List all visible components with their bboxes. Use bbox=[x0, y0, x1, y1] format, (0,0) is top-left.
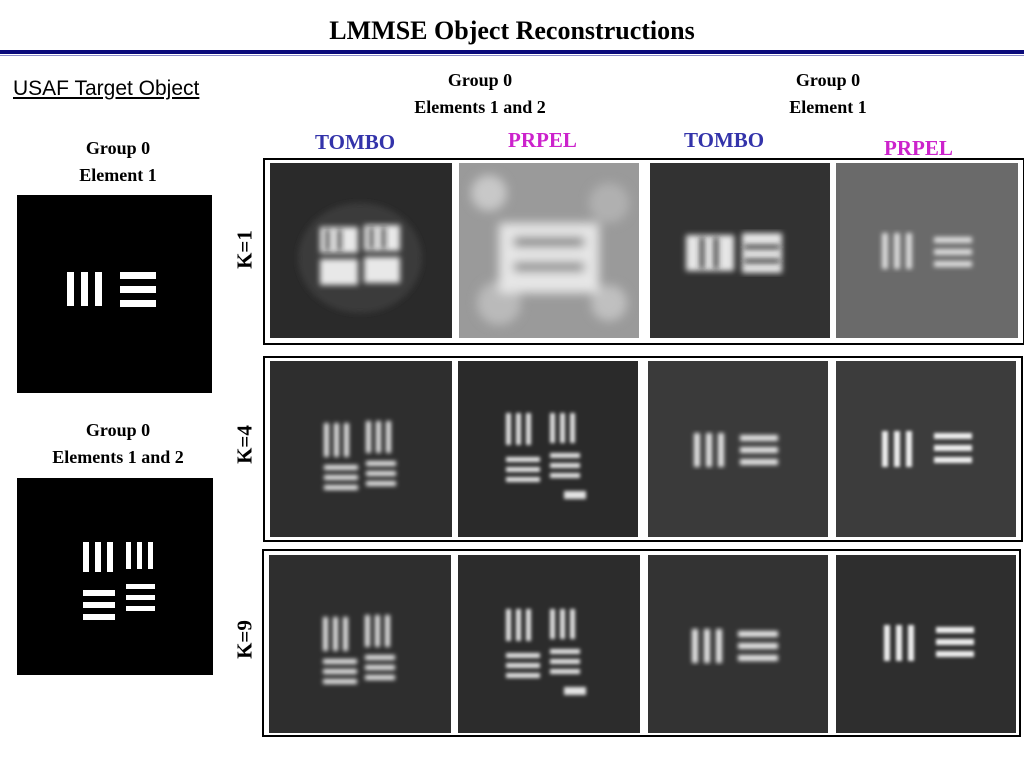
method-label-tombo-1: TOMBO bbox=[315, 130, 396, 154]
reconstruction-k9-prpel-elements-1-2 bbox=[458, 555, 640, 733]
column-group-2-label: Group 0 Element 1 bbox=[728, 67, 928, 121]
target-2-group: Group 0 bbox=[85, 420, 151, 440]
reconstruction-k4-prpel-elements-1-2 bbox=[458, 361, 638, 537]
column-group-2-group: Group 0 bbox=[795, 70, 861, 90]
title-divider bbox=[0, 50, 1024, 54]
reconstruction-k4-tombo-element-1 bbox=[648, 361, 828, 537]
column-group-1-group: Group 0 bbox=[447, 70, 513, 90]
reconstruction-k1-prpel-element-1 bbox=[836, 163, 1018, 338]
reconstruction-k9-prpel-element-1 bbox=[836, 555, 1016, 733]
row-label-k9: K=9 bbox=[232, 620, 257, 659]
reconstruction-k9-tombo-element-1 bbox=[648, 555, 828, 733]
reconstruction-k1-tombo-element-1 bbox=[650, 163, 830, 338]
target-1-element: Element 1 bbox=[79, 165, 157, 185]
reconstruction-k4-prpel-element-1 bbox=[836, 361, 1016, 537]
method-label-tombo-2: TOMBO bbox=[684, 128, 765, 152]
usaf-target-heading: USAF Target Object bbox=[13, 77, 200, 100]
target-2-label: Group 0 Elements 1 and 2 bbox=[18, 417, 218, 471]
target-2-element: Elements 1 and 2 bbox=[52, 447, 184, 467]
title-divider-thin bbox=[0, 55, 1024, 56]
reconstruction-k4-tombo-elements-1-2 bbox=[270, 361, 452, 537]
method-label-prpel-1: PRPEL bbox=[508, 128, 577, 152]
column-group-1-element: Elements 1 and 2 bbox=[414, 97, 546, 117]
reconstruction-k1-prpel-elements-1-2 bbox=[459, 163, 639, 338]
usaf-elements-1-and-2-image bbox=[17, 478, 213, 675]
slide-title: LMMSE Object Reconstructions bbox=[329, 16, 695, 45]
column-group-2-element: Element 1 bbox=[789, 97, 867, 117]
reconstruction-k9-tombo-elements-1-2 bbox=[269, 555, 451, 733]
target-1-group: Group 0 bbox=[85, 138, 151, 158]
column-group-1-label: Group 0 Elements 1 and 2 bbox=[370, 67, 590, 121]
method-label-prpel-2: PRPEL bbox=[884, 136, 953, 160]
reconstruction-k1-tombo-elements-1-2 bbox=[270, 163, 452, 338]
row-label-k4: K=4 bbox=[232, 425, 257, 464]
target-1-label: Group 0 Element 1 bbox=[18, 135, 218, 189]
row-label-k1: K=1 bbox=[232, 230, 257, 269]
usaf-element-1-image bbox=[17, 195, 212, 393]
